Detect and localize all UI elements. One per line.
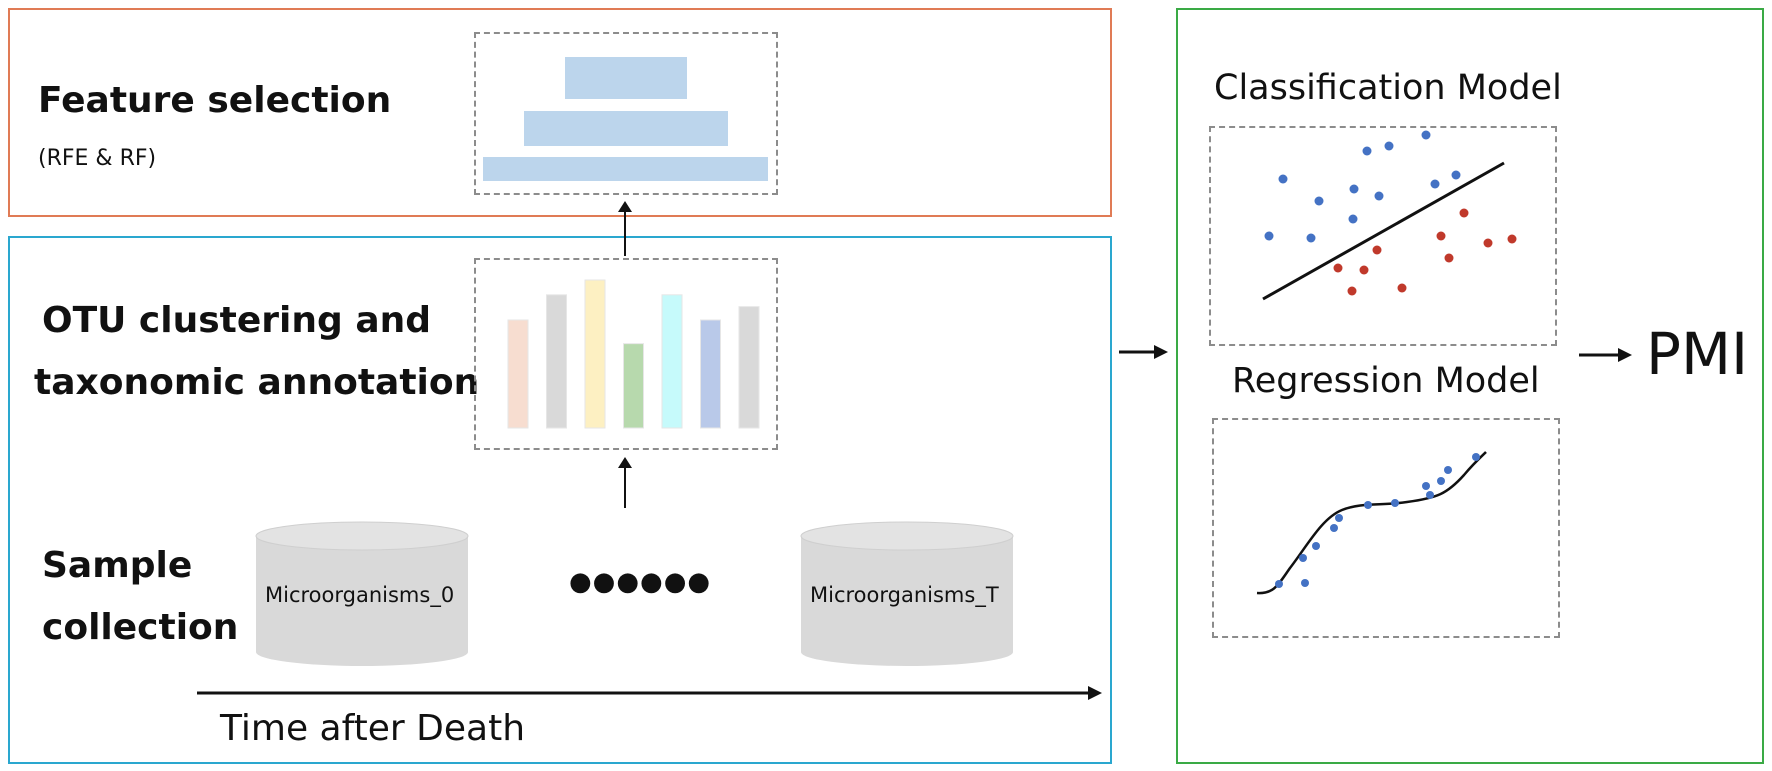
class-a-point xyxy=(1421,130,1431,140)
otu-bar xyxy=(623,343,644,429)
class-a-point xyxy=(1362,146,1372,156)
regression-point xyxy=(1391,499,1399,507)
regression-plot-frame xyxy=(1212,418,1560,638)
microorganisms-t-label: Microorganisms_T xyxy=(810,583,999,607)
sample-title-line1: Sample xyxy=(42,545,193,586)
regression-curve xyxy=(1256,451,1487,595)
regression-point xyxy=(1301,579,1309,587)
class-a-point xyxy=(1278,174,1288,184)
feature-selection-panel xyxy=(8,8,1112,217)
regression-point xyxy=(1364,501,1372,509)
classification-scatter-plot xyxy=(1262,130,1517,301)
class-b-point xyxy=(1459,208,1469,218)
otu-bar-chart xyxy=(507,279,760,429)
otu-bar-frame xyxy=(474,258,778,450)
pyramid-bar-middle xyxy=(524,111,728,146)
arrow-up-to-feature-selection xyxy=(618,201,632,256)
classification-plot-frame xyxy=(1209,126,1557,346)
regression-point xyxy=(1275,580,1283,588)
otu-bar xyxy=(700,319,721,429)
class-a-point xyxy=(1314,196,1324,206)
feature-selection-subtitle: (RFE & RF) xyxy=(38,146,157,171)
class-b-point xyxy=(1507,234,1517,244)
class-a-point xyxy=(1384,141,1394,151)
microorganisms-0-label: Microorganisms_0 xyxy=(265,583,455,607)
feature-pyramid-frame xyxy=(474,32,778,195)
otu-title-line2: taxonomic annotation xyxy=(34,362,480,403)
class-a-point xyxy=(1430,179,1440,189)
sample-title-line2: collection xyxy=(42,607,239,648)
otu-bar xyxy=(661,294,683,429)
feature-selection-title: Feature selection xyxy=(38,80,392,121)
otu-title-line1: OTU clustering and xyxy=(42,300,432,341)
class-b-point xyxy=(1444,253,1454,263)
arrow-to-pmi xyxy=(1579,348,1632,362)
regression-point xyxy=(1312,542,1320,550)
class-b-point xyxy=(1372,245,1382,255)
classification-model-title: Classification Model xyxy=(1214,68,1562,108)
pyramid-bar-bottom xyxy=(483,157,768,181)
regression-point xyxy=(1422,482,1430,490)
class-b-point xyxy=(1359,265,1369,275)
regression-curve-plot xyxy=(1256,451,1487,595)
time-axis-arrow xyxy=(197,686,1102,700)
otu-bar xyxy=(738,306,760,429)
pmi-output-label: PMI xyxy=(1646,320,1749,388)
class-a-point xyxy=(1374,191,1384,201)
regression-point xyxy=(1444,466,1452,474)
regression-point xyxy=(1335,514,1343,522)
time-axis-label: Time after Death xyxy=(220,708,526,749)
class-b-point xyxy=(1347,286,1357,296)
decision-boundary-line xyxy=(1262,161,1505,301)
regression-point xyxy=(1426,491,1434,499)
class-b-point xyxy=(1436,231,1446,241)
otu-bar xyxy=(507,319,529,429)
regression-point xyxy=(1472,453,1480,461)
microorganisms-0-cylinder xyxy=(255,521,469,666)
arrow-to-models xyxy=(1119,345,1168,359)
arrow-up-to-otu xyxy=(618,457,632,508)
microorganisms-t-cylinder xyxy=(800,521,1014,666)
class-a-point xyxy=(1349,184,1359,194)
otu-bar xyxy=(546,294,567,429)
regression-point xyxy=(1299,554,1307,562)
otu-bar xyxy=(584,279,606,429)
class-b-point xyxy=(1483,238,1493,248)
regression-point xyxy=(1330,524,1338,532)
class-a-point xyxy=(1451,170,1461,180)
data-processing-panel xyxy=(8,236,1112,764)
class-b-point xyxy=(1333,263,1343,273)
class-a-point xyxy=(1348,214,1358,224)
regression-point xyxy=(1437,477,1445,485)
class-b-point xyxy=(1397,283,1407,293)
ellipsis-dots: ●●●●●● xyxy=(569,567,712,597)
class-a-point xyxy=(1306,233,1316,243)
pyramid-bar-top xyxy=(565,57,687,99)
regression-model-title: Regression Model xyxy=(1232,361,1540,401)
model-panel xyxy=(1176,8,1764,764)
class-a-point xyxy=(1264,231,1274,241)
